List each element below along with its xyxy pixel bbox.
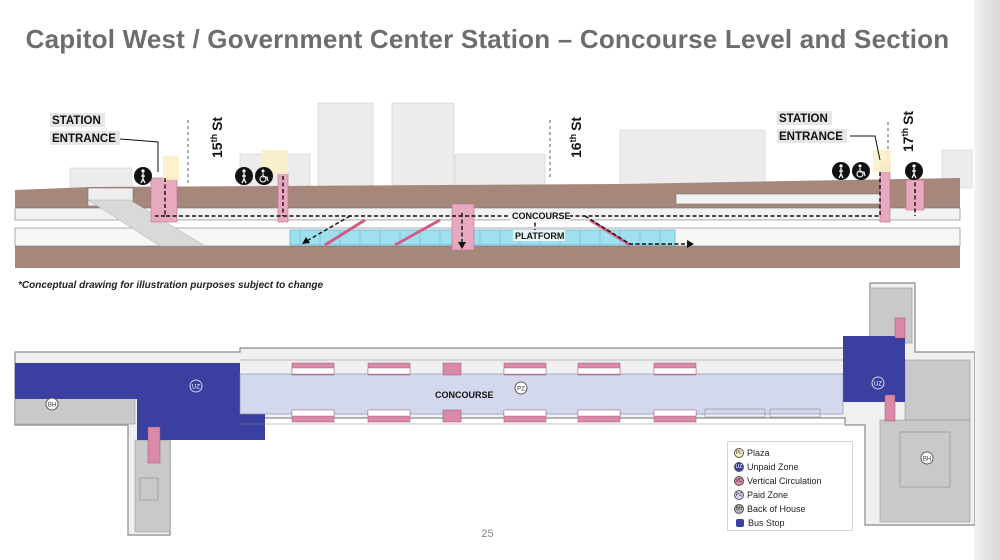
zone-tag-boh-right: BH [920,451,934,465]
station-box-concourse [14,207,961,221]
background-buildings [69,102,973,189]
escalators [324,218,631,247]
entrance-left-line2: ENTRANCE [52,133,116,145]
street-label-16th: 16thSt [568,117,584,158]
entrance-left-line1: STATION [52,115,101,127]
section-platform-label: PLATFORM [515,231,564,241]
svg-text:PZ: PZ [517,387,525,393]
zone-tag-unpaid-right: UZ [871,376,885,390]
paid-zone-swatch: PZ [734,489,744,500]
paid-zone-concourse [239,373,844,415]
page-title: Capitol West / Government Center Station… [25,24,950,54]
street-lines [187,120,889,185]
legend-label: Back of House [747,503,806,514]
pedestrian-icon [235,167,253,185]
pedestrian-icon [905,162,923,180]
svg-text:BH: BH [923,457,931,463]
plaza-swatch: PL [734,447,744,458]
room-walls [139,359,951,501]
entrance-right-line2: ENTRANCE [779,131,843,143]
legend-label: Paid Zone [747,489,789,500]
ramp-left [87,199,206,247]
page-edge [974,0,1000,560]
svg-text:UZ: UZ [874,382,882,388]
station-section-drawing: STATION ENTRANCE STATION ENTRANCE 15thSt… [14,102,973,268]
circulation-path [155,170,916,246]
wheelchair-icon [852,162,870,180]
back-of-house-areas [14,287,971,533]
upper-slab [675,193,887,205]
back-of-house-swatch: BH [734,503,744,514]
svg-text:UZ: UZ [192,385,200,391]
svg-text:16thSt: 16thSt [568,117,584,158]
legend-label: Unpaid Zone [747,461,799,472]
legend-item-back-of-house: BH Back of House [734,502,806,515]
platform-glazing [289,229,676,246]
zone-tag-paid: PZ [514,381,528,395]
pedestrian-icon [832,162,850,180]
legend-item-plaza: PL Plaza [734,446,770,459]
unpaid-zone-right [843,336,905,402]
svg-text:17thSt: 17thSt [900,111,916,152]
legend-item-vertical-circulation: VC Vertical Circulation [734,474,822,487]
conceptual-note: *Conceptual drawing for illustration pur… [18,280,324,291]
street-label-17th: 17thSt [900,111,916,152]
legend-label: Bus Stop [748,517,785,528]
station-entrance-left-label: STATION ENTRANCE [50,113,120,145]
legend-item-unpaid-zone: UZ Unpaid Zone [734,460,799,473]
lower-ground [15,246,960,268]
concourse-plan-drawing: UZ PZ UZ BH BH CONCOURSE [14,282,975,536]
zone-tag-unpaid-left: UZ [189,379,203,393]
bus-stop-icon [736,518,744,527]
svg-text:15thSt: 15thSt [209,117,225,158]
wheelchair-icon [255,167,273,185]
svg-text:BH: BH [48,403,56,409]
vertical-circulation-swatch: VC [734,475,744,486]
unpaid-zone-left-corridor [15,363,137,399]
page-number: 25 [481,528,494,540]
zone-tag-boh-left: BH [45,397,59,411]
legend-item-paid-zone: PZ Paid Zone [734,488,788,501]
section-concourse-label: CONCOURSE [512,211,571,221]
unpaid-zone-swatch: UZ [734,461,744,472]
legend-label: Plaza [747,447,770,458]
street-label-15th: 15thSt [209,117,225,158]
entrance-right-line1: STATION [779,113,828,125]
legend-item-bus-stop: Bus Stop [734,516,785,529]
pedestrian-icon [134,167,152,185]
station-entrance-right-label: STATION ENTRANCE [777,111,847,143]
legend-label: Vertical Circulation [747,475,822,486]
legend: PL Plaza UZ Unpaid Zone VC Vertical Circ… [727,441,853,531]
plan-concourse-label: CONCOURSE [435,390,494,400]
